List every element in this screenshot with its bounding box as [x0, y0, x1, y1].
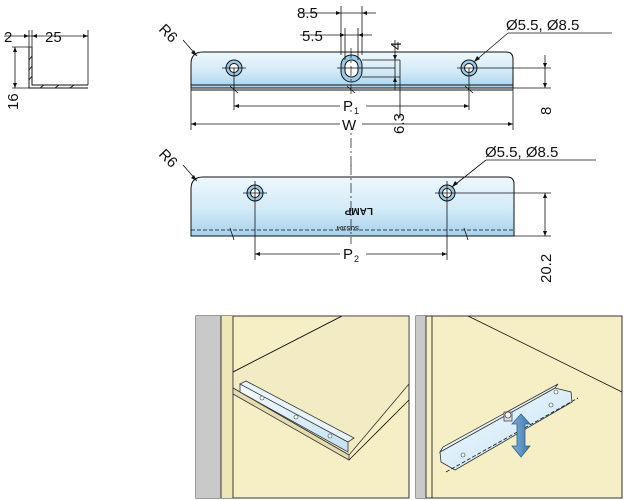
front-hole-spec-label: Ø5.5, Ø8.5	[485, 144, 558, 161]
pitch-2-letter: P	[343, 246, 353, 263]
product-stamp: SUS304 LAMP	[336, 205, 373, 230]
l-profile-outline	[28, 47, 88, 89]
pitch-2-subscript: 2	[354, 254, 359, 264]
slot-inner-label: 5.5	[302, 28, 323, 45]
overall-width-label: W	[342, 117, 357, 134]
pitch-1-letter: P	[343, 98, 353, 115]
top-hole-spec-label: Ø5.5, Ø8.5	[506, 17, 579, 34]
front-height-label: 20.2	[538, 254, 555, 283]
right-height-label: 8	[538, 107, 555, 115]
installation-illustration-left	[195, 315, 410, 499]
double-arrow-up-down-icon	[511, 413, 531, 458]
stamp-brand: LAMP	[344, 205, 373, 216]
front-radius-label: R6	[155, 146, 181, 172]
side-width-label: 25	[45, 29, 62, 46]
stamp-material: SUS304	[336, 224, 359, 230]
top-radius-label: R6	[155, 21, 181, 47]
top-view: 8.5 5.5 4 6.3 8 Ø5.5, Ø8.5 R6	[155, 5, 612, 168]
installation-illustration-right	[415, 315, 623, 499]
slot-width-label: 8.5	[297, 5, 318, 22]
top-slot-center	[340, 54, 363, 83]
slot-height-label: 4	[388, 42, 405, 50]
center-height-label: 6.3	[391, 113, 408, 134]
side-height-label: 16	[5, 93, 22, 110]
shelf-pin	[503, 411, 513, 422]
section-hatch	[28, 55, 75, 89]
front-view: SUS304 LAMP Ø5.5, Ø8.5 R6 20.2 P 2	[155, 144, 596, 283]
pitch-1-subscript: 1	[354, 106, 359, 116]
side-profile-view: 2 25 16	[4, 29, 89, 110]
side-thickness-label: 2	[4, 29, 12, 46]
top-hole-leader	[473, 32, 509, 63]
